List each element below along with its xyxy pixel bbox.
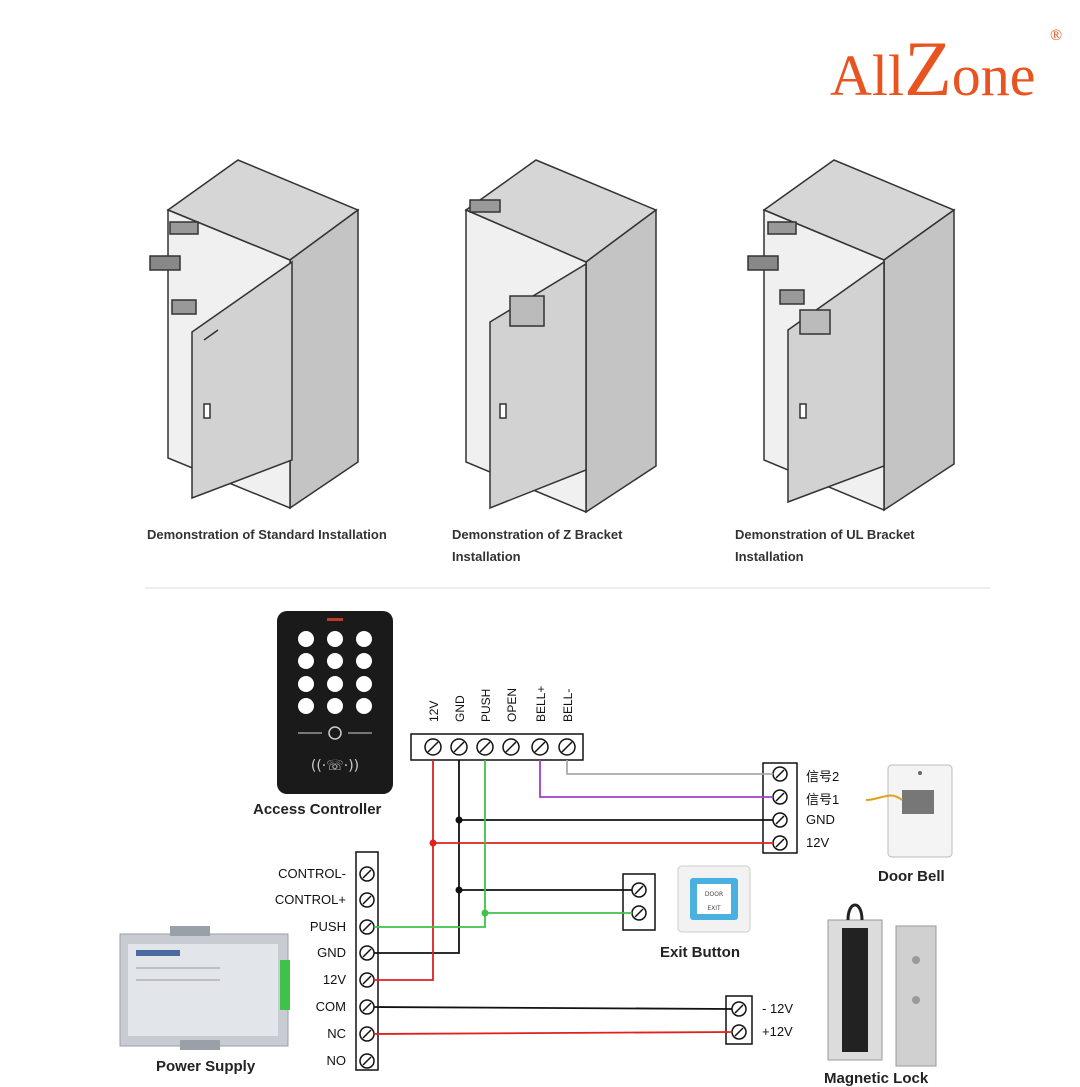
- wire-bell-minus: [566, 760, 773, 775]
- doorbell-terminal-signal1: 信号1: [806, 792, 840, 807]
- caption-standard: Demonstration of Standard Installation: [147, 527, 387, 542]
- label-exit-button: Exit Button: [660, 944, 740, 961]
- label-access-controller: Access Controller: [253, 801, 382, 818]
- wire-12v: [374, 760, 434, 981]
- door-bell-device: [865, 764, 953, 858]
- exit-button-device: DOOR EXIT: [677, 865, 751, 933]
- wire-push-power: [374, 913, 486, 928]
- lock-terminal-minus-12v: - 12V: [762, 1001, 794, 1016]
- wire-com: [373, 1006, 733, 1010]
- power-terminal-block: [355, 851, 379, 1071]
- label-magnetic-lock: Magnetic Lock: [824, 1070, 929, 1087]
- label-door-bell: Door Bell: [878, 868, 945, 885]
- caption-ul-bracket: Demonstration of UL Bracket Installation: [735, 527, 915, 564]
- exit-button-terminal-block: [622, 873, 656, 931]
- power-terminal-gnd: GND: [317, 945, 346, 960]
- terminal-label-open: OPEN: [505, 687, 519, 722]
- logo-text-suffix: one: [951, 43, 1036, 108]
- terminal-label-push: PUSH: [479, 688, 493, 722]
- access-controller-device: ((·☏·)): [277, 611, 393, 794]
- svg-text:EXIT: EXIT: [707, 905, 721, 912]
- cabinet-standard-illustration: [149, 159, 360, 510]
- cabinet-z-bracket-illustration: [464, 159, 658, 514]
- power-terminal-com: COM: [315, 999, 346, 1014]
- svg-text:DOOR: DOOR: [705, 891, 723, 898]
- allzone-logo: AllZone ®: [830, 28, 1062, 108]
- wire-gnd: [374, 760, 460, 954]
- cabinet-ul-bracket-illustration: [747, 159, 956, 512]
- caption-z-bracket: Demonstration of Z Bracket Installation: [452, 527, 623, 564]
- power-terminal-nc: NC: [327, 1026, 346, 1041]
- doorbell-terminal-block: [762, 762, 798, 854]
- svg-text:((·☏·)): ((·☏·)): [311, 758, 359, 774]
- doorbell-terminal-gnd: GND: [806, 812, 835, 827]
- power-terminal-12v: 12V: [322, 972, 346, 987]
- terminal-label-bell-plus: BELL+: [534, 685, 548, 722]
- wire-bell-plus: [539, 760, 773, 798]
- lock-terminal-block: [725, 995, 753, 1045]
- magnetic-lock-device: [827, 903, 937, 1067]
- terminal-label-gnd: GND: [453, 695, 467, 722]
- terminal-label-12v: 12V: [427, 700, 441, 722]
- logo-text-prefix: All: [830, 43, 905, 108]
- registered-mark: ®: [1050, 27, 1063, 44]
- logo-text-z: Z: [904, 25, 952, 112]
- label-power-supply: Power Supply: [156, 1058, 256, 1075]
- power-terminal-control-minus: CONTROL-: [278, 866, 346, 881]
- doorbell-terminal-12v: 12V: [806, 835, 830, 850]
- power-terminal-control-plus: CONTROL+: [274, 892, 346, 907]
- power-supply-device: [119, 926, 290, 1050]
- wire-nc: [373, 1031, 733, 1035]
- power-terminal-push: PUSH: [309, 919, 346, 934]
- power-terminal-no: NO: [326, 1053, 347, 1068]
- junction-dots: [429, 816, 489, 917]
- terminal-label-bell-minus: BELL-: [561, 688, 575, 722]
- controller-terminal-block: [410, 733, 584, 761]
- doorbell-terminal-signal2: 信号2: [806, 769, 840, 784]
- lock-terminal-plus-12v: +12V: [762, 1024, 793, 1039]
- wires: [373, 760, 773, 1035]
